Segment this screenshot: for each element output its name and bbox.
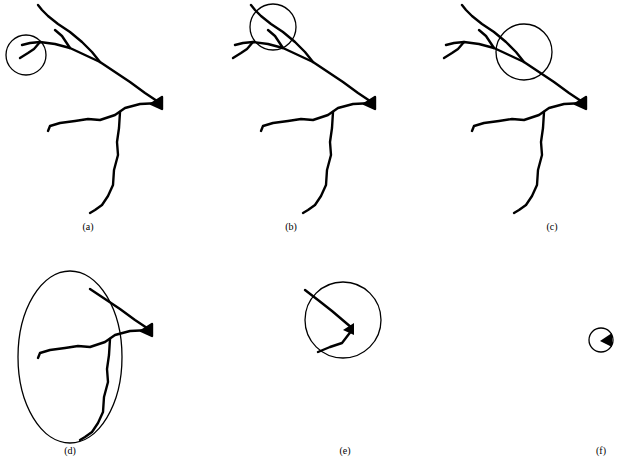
panel-label: (f) [596,445,606,457]
panel-label: (a) [82,221,93,233]
panel-f [589,328,613,352]
panel-e [305,282,381,358]
panel-b [233,4,375,213]
panel-d [18,271,152,443]
panel-label: (d) [64,445,76,457]
panel-label: (c) [546,221,557,233]
panel-c [444,5,586,213]
panel-label: (e) [339,445,350,457]
panel-a [6,5,162,213]
panel-label: (b) [285,221,297,233]
